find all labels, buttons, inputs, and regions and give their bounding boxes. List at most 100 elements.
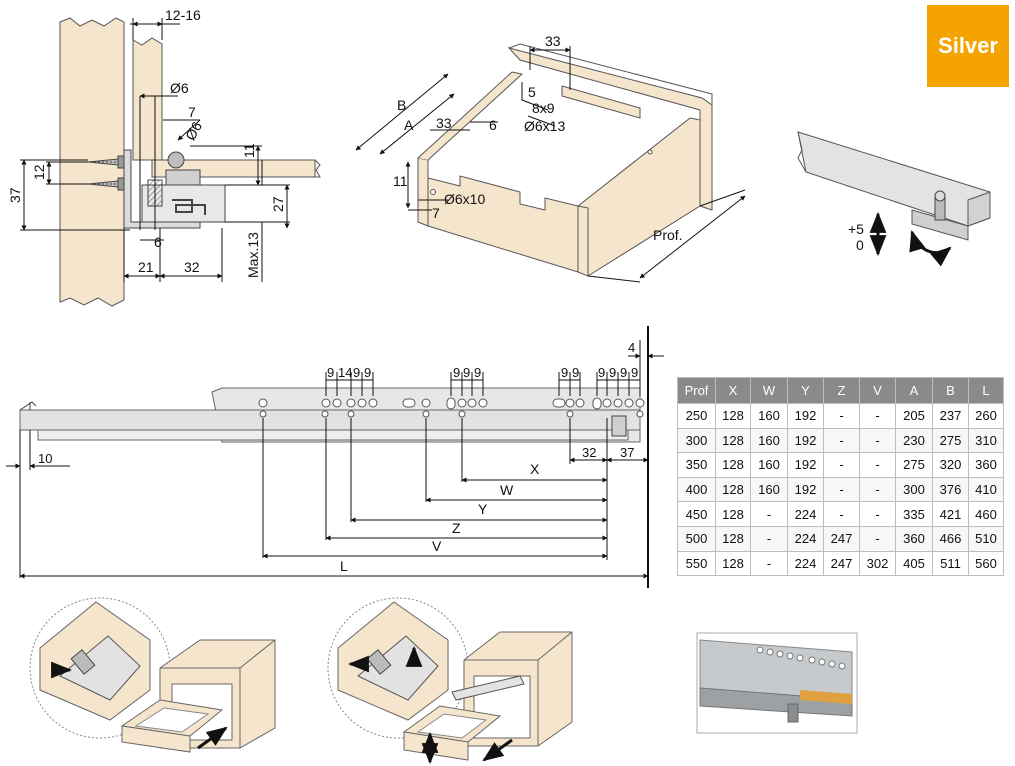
table-cell: 128 [715, 452, 751, 478]
table-cell: - [823, 427, 860, 454]
table-cell: 237 [932, 403, 969, 429]
label-W: W [500, 482, 514, 498]
table-cell: 511 [932, 550, 969, 577]
table-cell: 160 [750, 476, 788, 503]
spacing-9-b: 9 [353, 365, 360, 380]
table-cell: - [859, 525, 896, 552]
dim-32-runner: 32 [582, 445, 596, 460]
table-cell: - [859, 427, 896, 454]
dim-o6-a: Ø6 [170, 80, 189, 96]
label-V: V [432, 538, 442, 554]
table-cell: 335 [895, 501, 933, 527]
table-cell: 160 [750, 427, 788, 454]
table-cell: 405 [895, 550, 933, 577]
table-cell: 160 [750, 403, 788, 429]
table-cell: 510 [968, 525, 1004, 552]
dim-12-16: 12-16 [165, 7, 201, 23]
dim-37-runner: 37 [620, 445, 634, 460]
dim-5: 5 [528, 84, 536, 100]
col-header: W [750, 377, 788, 404]
table-cell: 192 [787, 427, 824, 454]
screw-icon [87, 177, 125, 191]
table-cell: - [859, 501, 896, 527]
slide-out-arrow-icon [482, 738, 513, 762]
rotate-arrow-icon [909, 229, 952, 267]
silver-badge: Silver [927, 5, 1009, 87]
table-cell: 376 [932, 476, 969, 503]
table-cell: - [823, 476, 860, 503]
install-step-2 [327, 597, 573, 765]
table-cell: - [750, 525, 788, 552]
adjust-plus5: +5 [848, 221, 864, 237]
dim-11: 11 [241, 143, 257, 158]
spacing-9-g: 9 [561, 365, 568, 380]
dim-21: 21 [138, 259, 154, 275]
table-cell: 410 [968, 476, 1004, 503]
table-cell: - [859, 476, 896, 503]
slide-in-arrow-icon [197, 726, 228, 750]
table-cell: 400 [677, 476, 716, 503]
table-cell: 247 [823, 525, 860, 552]
dim-12: 12 [31, 164, 47, 180]
table-cell: - [823, 452, 860, 478]
table-cell: 550 [677, 550, 716, 577]
table-cell: 460 [968, 501, 1004, 527]
table-cell: 128 [715, 427, 751, 454]
table-header-row: Prof X W Y Z V A B L [677, 377, 1004, 404]
col-header: V [859, 377, 896, 404]
dim-7: 7 [188, 104, 196, 120]
col-header: A [895, 377, 933, 404]
dim-27: 27 [270, 196, 286, 212]
table-cell: 224 [787, 550, 824, 577]
table-cell: 310 [968, 427, 1004, 454]
table-cell: 466 [932, 525, 969, 552]
table-cell: 160 [750, 452, 788, 478]
spacing-9-j: 9 [609, 365, 616, 380]
dim-A: A [404, 117, 414, 133]
table-cell: 250 [677, 403, 716, 429]
runner-side-view: 9 14 9 9 9 9 9 9 9 9 9 9 9 4 10 [6, 326, 664, 588]
dim-B: B [397, 97, 406, 113]
install-step-1 [29, 597, 276, 753]
spacing-9-k: 9 [620, 365, 627, 380]
table-cell: 128 [715, 476, 751, 503]
label-L: L [340, 558, 348, 574]
locking-device [167, 151, 185, 169]
table-cell: 300 [895, 476, 933, 503]
adjust-zero: 0 [856, 237, 864, 253]
col-header: Prof [677, 377, 716, 404]
product-photo [696, 632, 858, 734]
table-cell: 560 [968, 550, 1004, 577]
col-header: Z [823, 377, 860, 404]
drawer-side-panel [132, 37, 163, 161]
dim-o6x10: Ø6x10 [444, 191, 485, 207]
table-cell: 421 [932, 501, 969, 527]
spacing-9-f: 9 [474, 365, 481, 380]
table-cell: 360 [968, 452, 1004, 478]
table-cell: - [750, 501, 788, 527]
table-cell: 275 [932, 427, 969, 454]
table-cell: 128 [715, 403, 751, 429]
dim-max13: Max.13 [245, 232, 261, 278]
dim-33-top: 33 [545, 33, 561, 49]
spacing-9-i: 9 [598, 365, 605, 380]
dim-4: 4 [628, 340, 635, 355]
table-cell: 300 [677, 427, 716, 454]
dim-37: 37 [7, 187, 23, 203]
label-Y: Y [478, 501, 488, 517]
dim-o6x13: Ø6x13 [524, 118, 565, 134]
table-cell: 128 [715, 525, 751, 552]
table-cell: 360 [895, 525, 933, 552]
table-cell: - [823, 403, 860, 429]
col-header: X [715, 377, 751, 404]
label-Z: Z [452, 520, 461, 536]
dim-8x9: 8x9 [532, 100, 555, 116]
table-cell: 205 [895, 403, 933, 429]
